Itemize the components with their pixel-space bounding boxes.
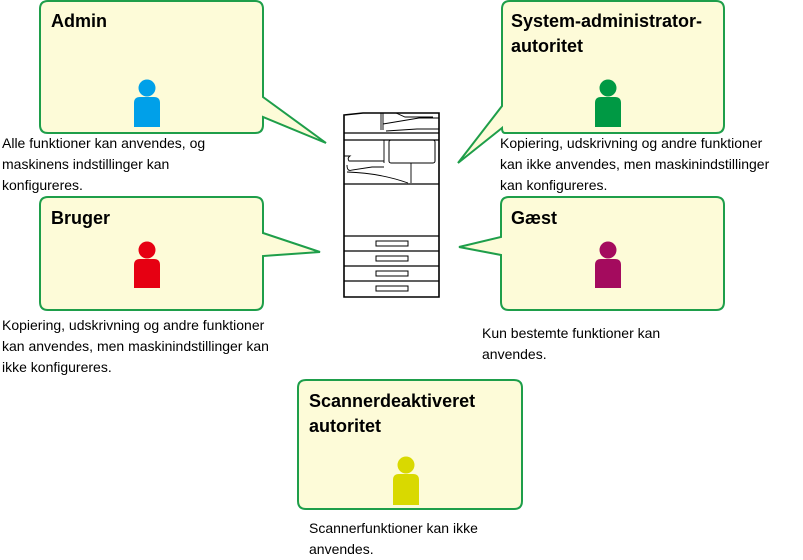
- speech-bubble-bruger: [39, 196, 321, 311]
- description-line: Kun bestemte funktioner kan: [482, 325, 661, 341]
- role-description-bruger: Kopiering, udskrivning og andre funktion…: [2, 315, 269, 378]
- role-title-system-administrator: System-administrator- autoritet: [511, 9, 702, 59]
- description-line: kan konfigureres.: [500, 177, 608, 193]
- role-title-scanner-disabled: Scannerdeaktiveret autoritet: [309, 389, 475, 439]
- role-description-scanner-disabled: Scannerfunktioner kan ikke anvendes.: [309, 518, 478, 560]
- printer-adf: [395, 112, 433, 118]
- printer-output-tray: [344, 155, 384, 171]
- speech-bubble-gaest: [458, 196, 725, 311]
- printer-output-tray: [346, 171, 409, 184]
- title-line: autoritet: [511, 36, 583, 56]
- description-line: kan ikke anvendes, men maskinindstilling…: [500, 156, 770, 172]
- title-line: Scannerdeaktiveret: [309, 391, 476, 411]
- description-line: konfigureres.: [2, 177, 83, 193]
- title-line: System-administrator-: [511, 11, 703, 31]
- bubble-admin: [39, 0, 327, 144]
- description-line: Kopiering, udskrivning og andre funktion…: [500, 135, 763, 151]
- role-title-gaest: Gæst: [511, 208, 558, 228]
- person-icon: [134, 79, 160, 127]
- description-line: maskinens indstillinger kan: [2, 156, 170, 172]
- printer-control-panel: [388, 139, 436, 164]
- title-line: autoritet: [309, 416, 381, 436]
- role-title-admin: Admin: [51, 11, 107, 31]
- paper-tray-handle: [375, 240, 409, 247]
- description-line: Scannerfunktioner kan ikke: [309, 520, 478, 536]
- person-icon: [393, 456, 419, 505]
- description-line: kan anvendes, men maskinindstillinger ka…: [2, 338, 269, 354]
- paper-tray-handle: [375, 270, 409, 277]
- role-description-gaest: Kun bestemte funktioner kan anvendes.: [482, 323, 660, 365]
- paper-tray-handle: [375, 255, 409, 262]
- description-line: Kopiering, udskrivning og andre funktion…: [2, 317, 265, 333]
- role-description-admin: Alle funktioner kan anvendes, og maskine…: [2, 133, 205, 196]
- description-line: anvendes.: [482, 346, 547, 362]
- speech-bubble-admin: [39, 0, 327, 144]
- speech-bubble-scanner-disabled: [297, 379, 523, 510]
- person-icon: [134, 241, 160, 288]
- printer-body: [343, 112, 440, 298]
- description-line: Alle funktioner kan anvendes, og: [2, 135, 206, 151]
- role-title-bruger: Bruger: [51, 208, 111, 228]
- speech-bubble-system-administrator: [457, 0, 725, 164]
- description-line: anvendes.: [309, 541, 374, 557]
- printer-adf: [380, 113, 439, 132]
- role-description-system-administrator: Kopiering, udskrivning og andre funktion…: [500, 133, 769, 196]
- bubble-system-administrator: [457, 0, 725, 164]
- person-icon: [595, 79, 621, 127]
- bubble-gaest: [458, 196, 725, 311]
- printer-icon: [343, 112, 440, 298]
- bubble-scanner-disabled: [297, 379, 523, 510]
- bubble-bruger: [39, 196, 321, 311]
- person-icon: [595, 241, 621, 288]
- description-line: ikke konfigureres.: [2, 359, 112, 375]
- paper-tray-handle: [375, 285, 409, 292]
